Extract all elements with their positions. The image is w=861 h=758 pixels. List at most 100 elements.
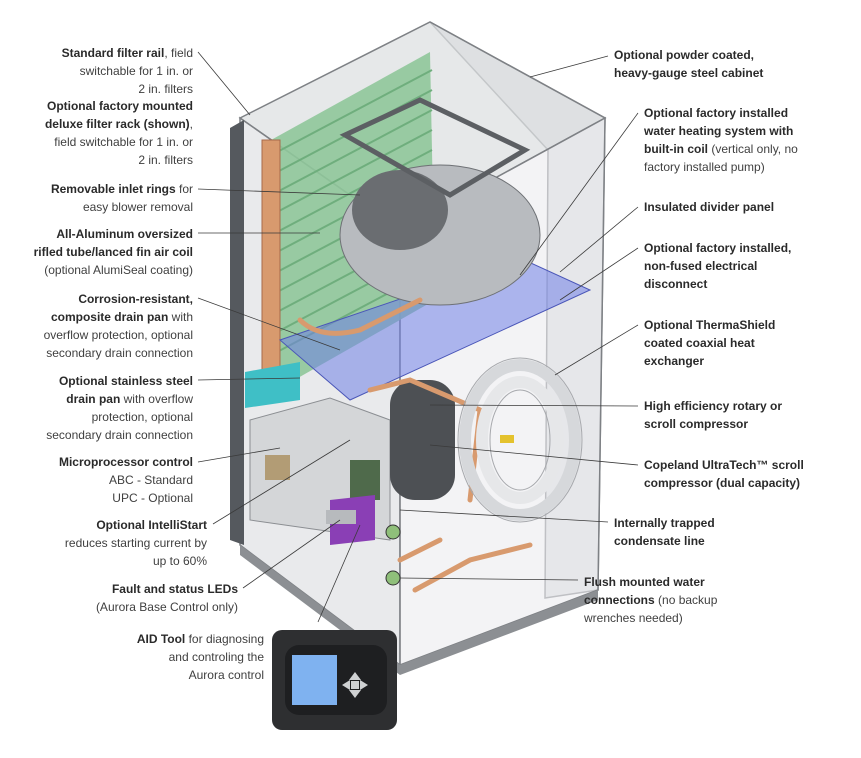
- callout-line: Copeland UltraTech™ scroll: [644, 458, 804, 472]
- callout-line: heavy-gauge steel cabinet: [614, 66, 764, 80]
- callout-line: UPC - Optional: [112, 491, 193, 505]
- callout-line: disconnect: [644, 277, 708, 291]
- callout-line: connections (no backup: [584, 593, 718, 607]
- callout-line: Fault and status LEDs: [111, 582, 238, 596]
- callout-drain-pan: Corrosion-resistant, composite drain pan …: [44, 290, 193, 362]
- leader-filter-rail: [197, 51, 251, 116]
- valve-yellow: [500, 435, 514, 443]
- inlet-ring: [352, 170, 448, 250]
- callout-line: Optional factory installed,: [644, 241, 792, 255]
- callout-line: non-fused electrical: [644, 259, 758, 273]
- callout-line: ABC - Standard: [108, 473, 193, 487]
- transformer: [265, 455, 290, 480]
- water-connection-top: [385, 524, 401, 540]
- callout-thermashield: Optional ThermaShield coated coaxial heat…: [644, 316, 775, 370]
- aid-tool-center-button: [351, 681, 359, 689]
- callout-line: built-in coil (vertical only, no: [644, 142, 798, 156]
- callout-line: Corrosion-resistant,: [78, 292, 193, 306]
- callout-line: condensate line: [614, 534, 705, 548]
- callout-water-connections: Flush mounted water connections (no backu…: [584, 573, 717, 627]
- callout-line: Optional powder coated,: [614, 48, 755, 62]
- callout-line: Optional IntelliStart: [96, 518, 207, 532]
- callout-line: secondary drain connection: [46, 428, 193, 442]
- callout-line: water heating system with: [644, 124, 794, 138]
- callout-line: and controling the: [168, 650, 264, 664]
- callout-line: Optional factory mounted: [46, 99, 193, 113]
- callout-inlet-rings: Removable inlet rings for easy blower rem…: [51, 180, 193, 216]
- leader-compressor: [429, 404, 639, 407]
- callout-line: wrenches needed): [584, 611, 683, 625]
- callout-line: Optional ThermaShield: [644, 318, 776, 332]
- callout-line: Microprocessor control: [58, 455, 193, 469]
- callout-line: 2 in. filters: [138, 153, 193, 167]
- callout-stainless-drain-pan: Optional stainless steel drain pan with o…: [46, 372, 193, 444]
- callout-aid-tool: AID Tool for diagnosing and controling th…: [137, 630, 264, 684]
- callout-line: coated coaxial heat: [644, 336, 755, 350]
- callout-line: reduces starting current by: [64, 536, 207, 550]
- callout-line: factory installed pump): [644, 160, 765, 174]
- callout-line: AID Tool for diagnosing: [136, 632, 264, 646]
- leader-stainless: [197, 377, 301, 381]
- leader-intellistart: [212, 439, 351, 525]
- leader-cabinet: [529, 55, 609, 78]
- aid-tool-screen: [292, 655, 337, 705]
- callout-line: composite drain pan with: [50, 310, 193, 324]
- copper-coil-header: [261, 139, 281, 391]
- callout-line: protection, optional: [91, 410, 193, 424]
- callout-compressor: High efficiency rotary or scroll compress…: [644, 397, 782, 433]
- copper-piping: [297, 297, 533, 593]
- compressor: [390, 380, 455, 500]
- callout-line: Insulated divider panel: [644, 200, 775, 214]
- leader-drain-pan: [197, 297, 341, 351]
- callout-line: 2 in. filters: [138, 82, 193, 96]
- callout-line: Standard filter rail, field: [61, 46, 193, 60]
- callout-line: exchanger: [644, 354, 705, 368]
- callout-line: Optional stainless steel: [58, 374, 193, 388]
- leader-microprocessor: [197, 447, 281, 463]
- callout-line: (Aurora Base Control only): [95, 600, 238, 614]
- callout-line: Internally trapped: [614, 516, 715, 530]
- blower-frame: [339, 97, 531, 198]
- callout-divider: Insulated divider panel: [644, 198, 774, 216]
- aid-tool-up-button: [349, 672, 361, 680]
- leader-leds: [242, 519, 341, 589]
- led-strip: [326, 510, 356, 524]
- aid-tool-down-button: [349, 690, 361, 698]
- callout-line: Removable inlet rings for: [50, 182, 193, 196]
- callout-line: Optional factory installed: [644, 106, 789, 120]
- callout-line: drain pan with overflow: [66, 392, 193, 406]
- aid-tool: [272, 630, 397, 730]
- callout-water-heating: Optional factory installed water heating …: [644, 104, 798, 176]
- coaxial-heat-exchanger: [459, 359, 581, 521]
- callout-line: Flush mounted water: [584, 575, 705, 589]
- callout-line: secondary drain connection: [46, 346, 193, 360]
- callout-condensate: Internally trapped condensate line: [614, 514, 715, 550]
- leader-divider: [559, 206, 639, 273]
- leader-copeland: [429, 444, 639, 466]
- circuit-board: [350, 460, 380, 500]
- callout-intellistart: Optional IntelliStart reduces starting cu…: [65, 516, 207, 570]
- leader-water-connections: [399, 577, 579, 581]
- callout-line: scroll compressor: [644, 417, 749, 431]
- leader-water-heating: [519, 112, 639, 276]
- callout-line: field switchable for 1 in. or: [54, 135, 193, 149]
- leader-lines: [197, 51, 639, 623]
- leader-disconnect: [559, 247, 639, 301]
- callout-line: All-Aluminum oversized: [56, 227, 193, 241]
- leader-thermashield: [554, 324, 639, 376]
- callout-line: High efficiency rotary or: [644, 399, 783, 413]
- water-connection-bottom: [385, 570, 401, 586]
- aid-tool-right-button: [360, 680, 368, 690]
- callout-line: easy blower removal: [82, 200, 193, 214]
- callout-line: up to 60%: [152, 554, 207, 568]
- leader-condensate: [399, 509, 609, 523]
- callout-line: overflow protection, optional: [43, 328, 193, 342]
- leader-inlet-rings: [197, 188, 361, 196]
- aid-tool-left-button: [342, 680, 350, 690]
